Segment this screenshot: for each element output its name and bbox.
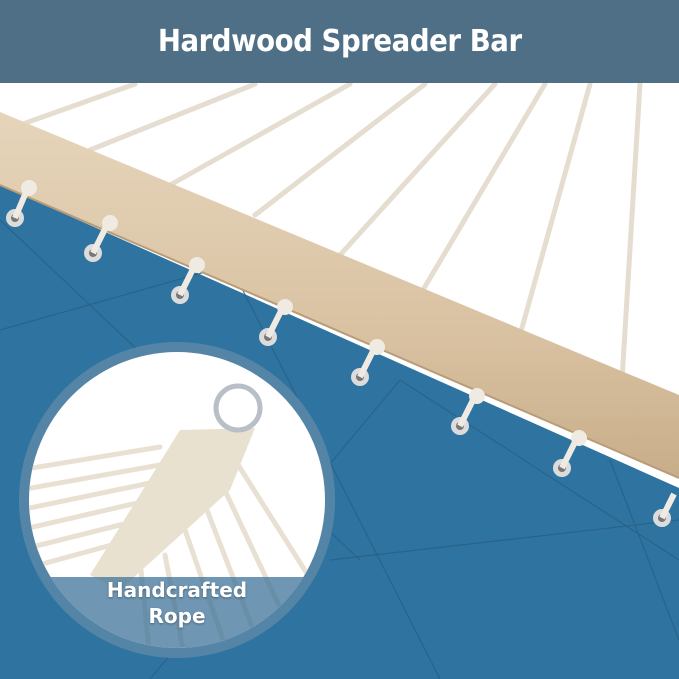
hammock-illustration — [0, 83, 679, 679]
grommets — [6, 180, 677, 527]
product-photo — [0, 83, 679, 679]
caption-line-1: Handcrafted — [106, 578, 248, 602]
title-banner: Hardwood Spreader Bar — [0, 0, 679, 83]
suspension-ropes — [17, 83, 643, 383]
page-title: Hardwood Spreader Bar — [157, 24, 522, 59]
rope-inset — [19, 342, 335, 658]
caption-line-2: Rope — [148, 604, 206, 628]
inset-caption: Handcrafted Rope — [0, 577, 354, 629]
